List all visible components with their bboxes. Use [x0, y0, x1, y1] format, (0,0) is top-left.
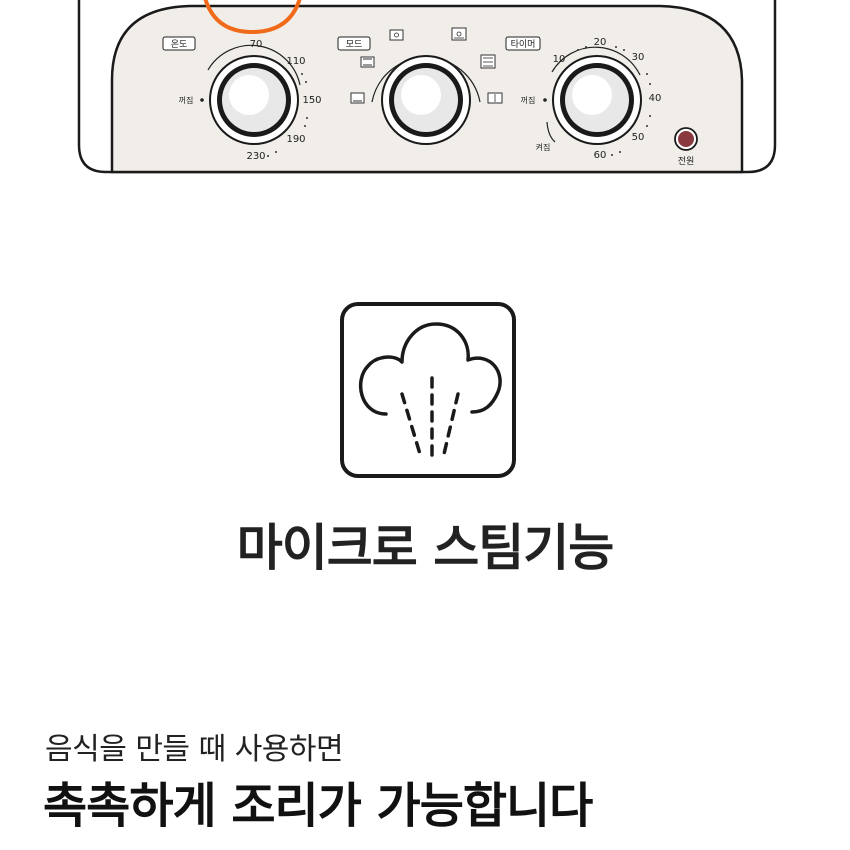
temp-tick-150: 150 [302, 95, 321, 106]
temperature-knob[interactable]: 온도 꺼짐 70 110 150 190 230 [162, 36, 322, 162]
mode-tag [337, 36, 371, 51]
power-indicator[interactable]: 전원 [674, 127, 698, 167]
timer-off-label: 꺼짐 [521, 95, 536, 105]
timer-tag-text: 타이머 [511, 39, 536, 50]
mode-knob[interactable]: 모드 [337, 27, 503, 145]
temp-tick-110: 110 [286, 56, 305, 67]
mode-icon-bottom-heat [350, 92, 365, 104]
power-label: 전원 [678, 156, 695, 167]
timer-tick-60: 60 [594, 150, 607, 161]
temperature-tag-text: 온도 [171, 39, 188, 50]
temp-tick-230: 230 [246, 151, 265, 162]
temp-tick-190: 190 [286, 134, 305, 145]
timer-knob[interactable]: 타이머 꺼짐 켜짐 10 20 30 40 50 60 [505, 36, 662, 161]
highlight-ring [203, 0, 302, 35]
steam-cloud-icon [340, 302, 516, 478]
timer-tick-20: 20 [594, 37, 607, 48]
timer-tick-10: 10 [553, 54, 566, 65]
timer-on-label: 켜짐 [536, 142, 551, 152]
temp-tick-70: 70 [250, 39, 263, 50]
mode-tag-text: 모드 [346, 40, 363, 50]
mode-icon-fan [389, 29, 404, 41]
feature-title: 마이크로 스팀기능 [236, 519, 614, 577]
mode-icon-steam [480, 54, 496, 69]
timer-tick-40: 40 [649, 93, 662, 104]
control-panel: 온도 꺼짐 70 110 150 190 230 모드 [0, 0, 850, 185]
description-line-2: 촉촉하게 조리가 가능합니다 [43, 778, 593, 834]
description-line-1: 음식을 만들 때 사용하면 [45, 732, 344, 767]
mode-icon-defrost [487, 92, 503, 104]
mode-icon-top-bottom-heat [360, 56, 375, 68]
temperature-tag [162, 36, 196, 51]
temperature-off-label: 꺼짐 [179, 95, 194, 105]
timer-tag [505, 36, 541, 51]
mode-icon-fan-grill [451, 27, 467, 41]
timer-tick-50: 50 [632, 132, 645, 143]
timer-tick-30: 30 [632, 52, 645, 63]
